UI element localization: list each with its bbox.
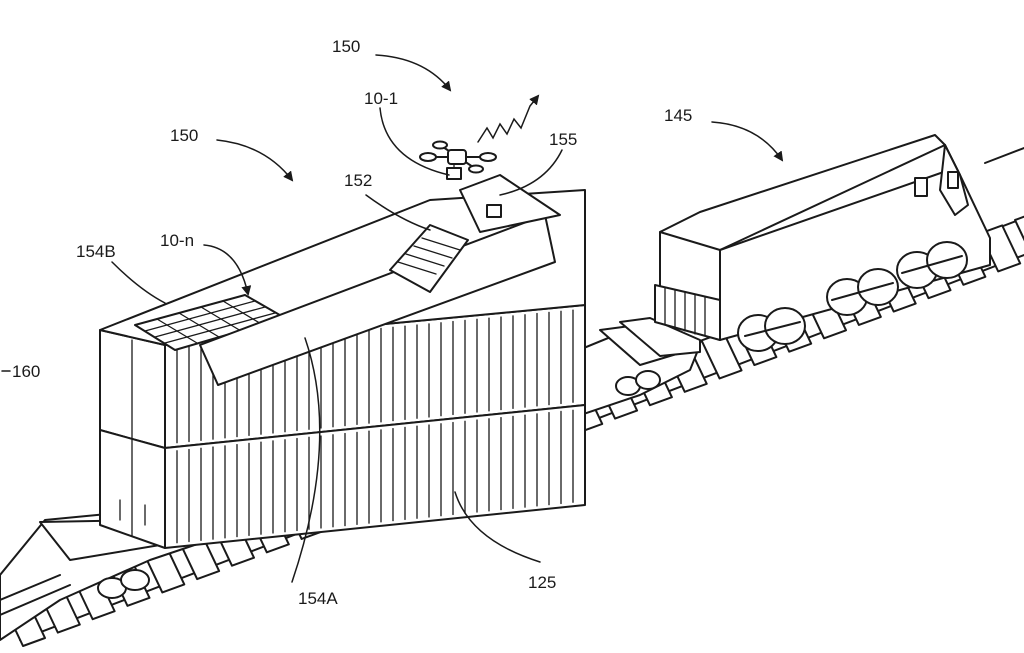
- arrow-150-top: [375, 54, 452, 92]
- label-145: 145: [664, 106, 692, 125]
- leader-154B: [111, 261, 166, 304]
- hatch-door: [199, 214, 556, 386]
- locomotive-wheels: [737, 241, 968, 352]
- label-155: 155: [549, 130, 577, 149]
- label-160: 160: [12, 362, 40, 381]
- leader-10-1: [379, 107, 450, 176]
- leader-125: [454, 491, 541, 563]
- flatcar-wheels: [97, 370, 661, 599]
- signal-wave: [477, 94, 540, 143]
- label-125: 125: [528, 573, 556, 592]
- leader-154A: [291, 337, 321, 583]
- rail-tie: [1014, 215, 1024, 242]
- arrow-10-n: [203, 244, 252, 296]
- leader-155: [499, 149, 563, 196]
- label-10-1: 10-1: [364, 89, 398, 108]
- drone: [419, 140, 497, 180]
- arrow-150-left: [216, 139, 294, 182]
- dock-station: [459, 174, 561, 233]
- arrow-145: [711, 121, 784, 162]
- label-150-left: 150: [170, 126, 198, 145]
- label-10-n: 10-n: [160, 231, 194, 250]
- label-154B: 154B: [76, 242, 116, 261]
- leader-152: [365, 194, 431, 231]
- label-154A: 154A: [298, 589, 338, 608]
- label-152: 152: [344, 171, 372, 190]
- locomotive: [654, 134, 1024, 352]
- label-150-top: 150: [332, 37, 360, 56]
